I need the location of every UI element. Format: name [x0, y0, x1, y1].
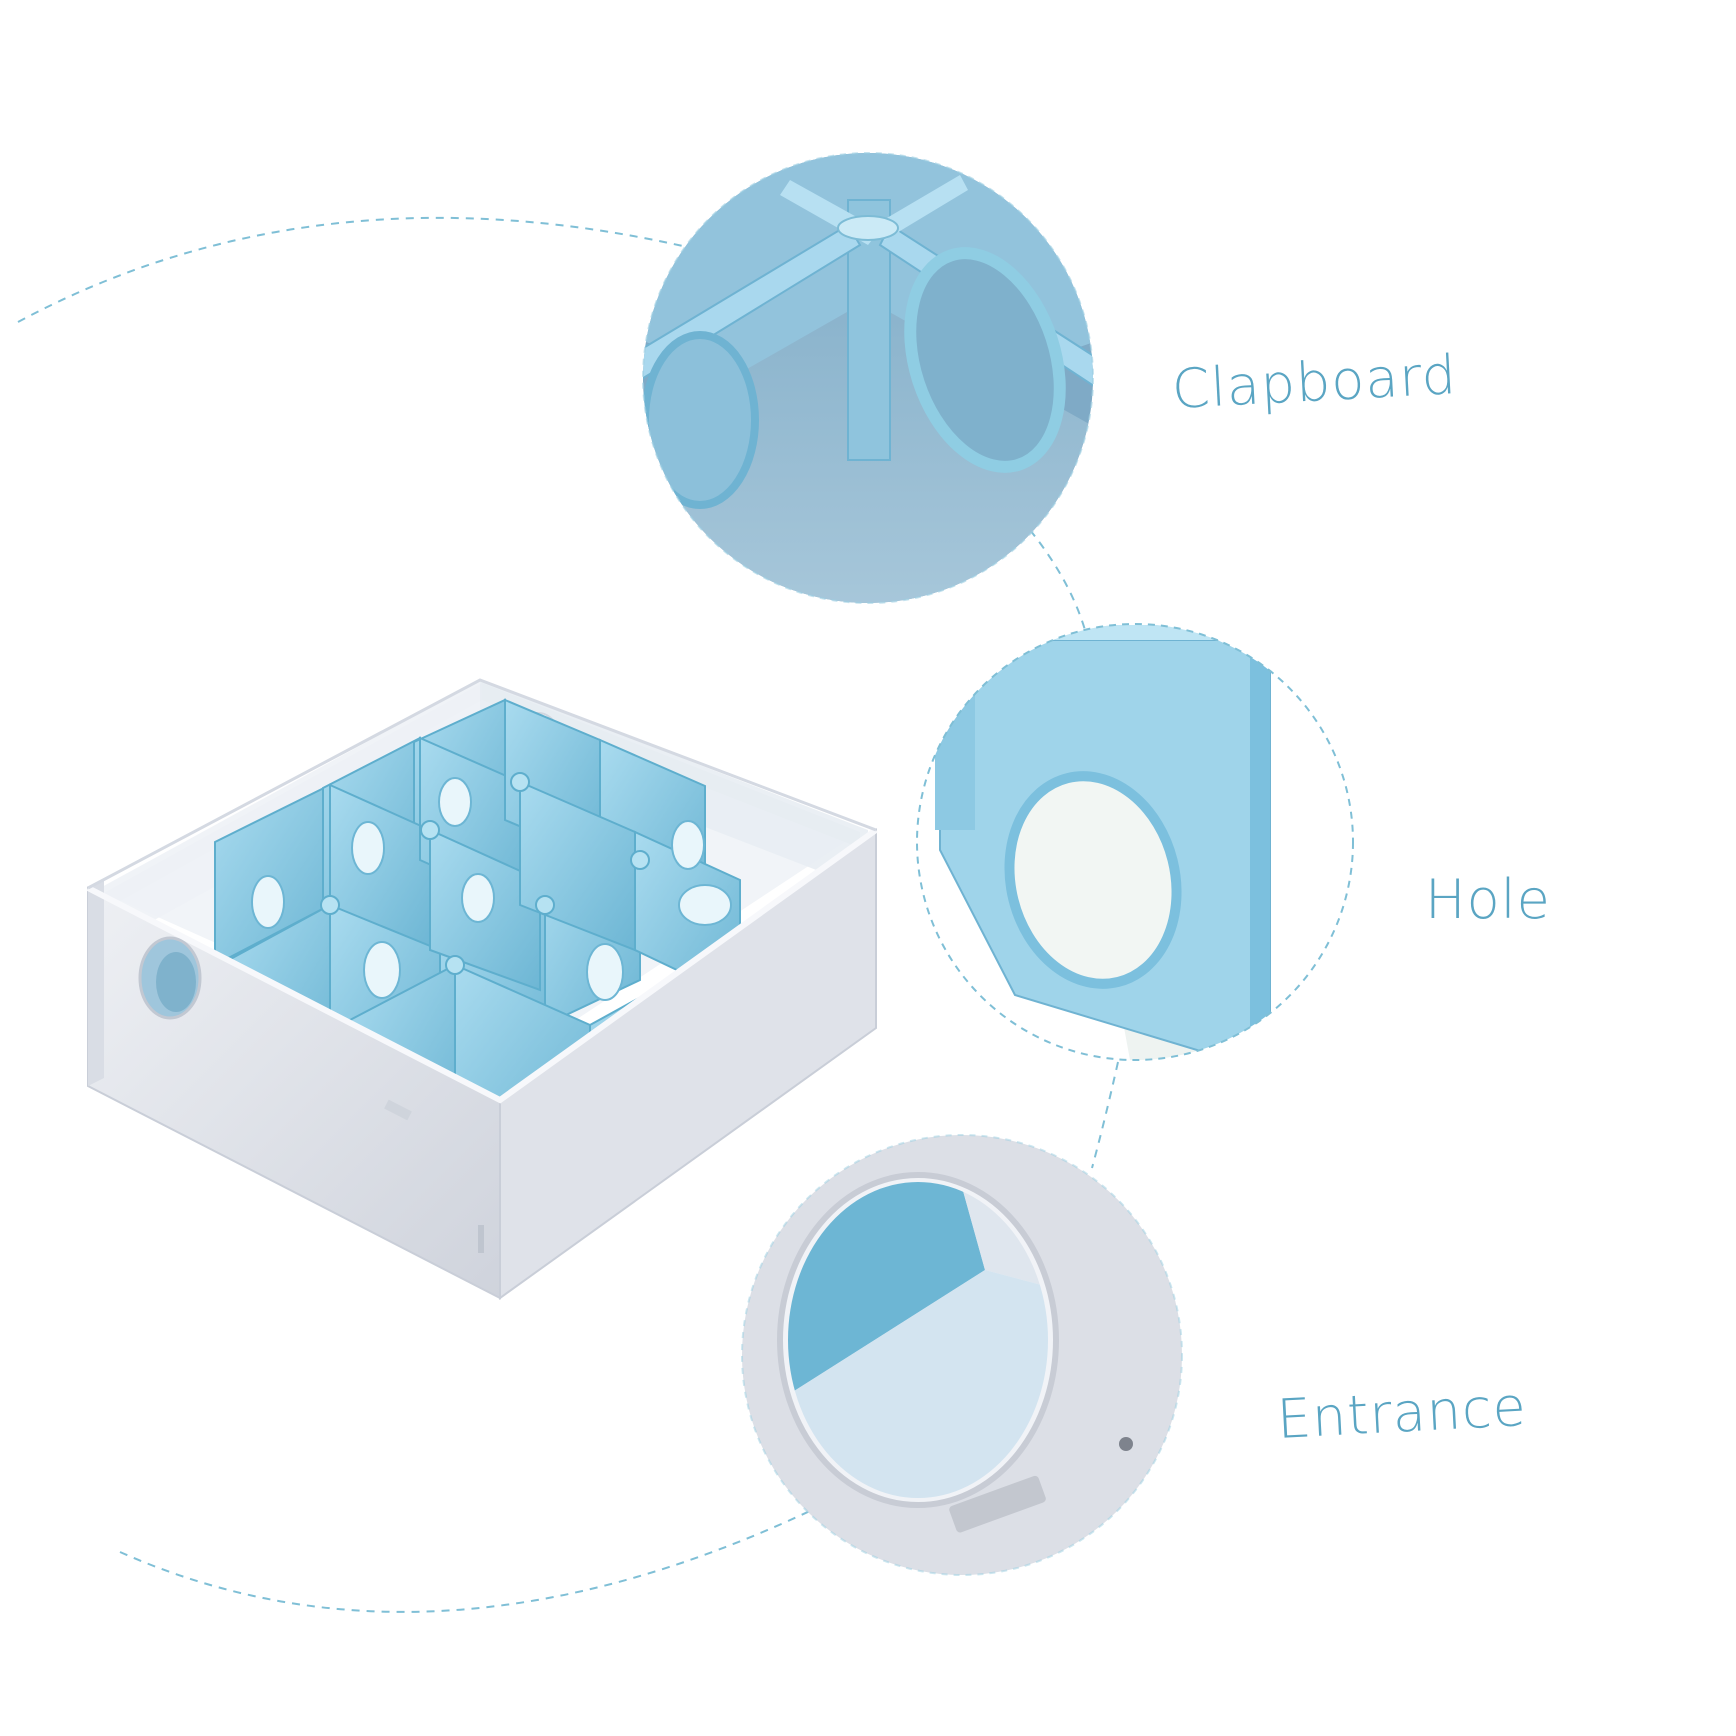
- hole-detail-photo: [917, 624, 1353, 1060]
- dashed-connector-lines: [17, 216, 1119, 1613]
- clapboard-detail-photo: [643, 153, 1093, 603]
- entrance-label: Entrance: [1275, 1374, 1529, 1451]
- maze-box-illustration: [86, 678, 878, 1300]
- entrance-detail-photo: [742, 1135, 1182, 1575]
- hole-label: Hole: [1425, 868, 1551, 931]
